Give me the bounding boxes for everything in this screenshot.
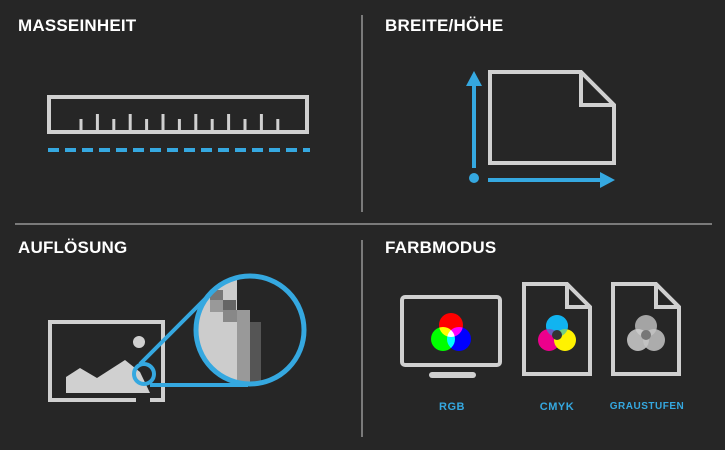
dimensions-icon — [466, 70, 616, 188]
label-graustufen: GRAUSTUFEN — [609, 401, 685, 412]
title-masseinheit: MASSEINHEIT — [18, 16, 137, 35]
document-grayscale-icon — [611, 282, 681, 376]
monitor-rgb-icon — [400, 295, 502, 378]
dividers — [15, 15, 712, 437]
label-cmyk: CMYK — [539, 401, 575, 413]
ruler-icon — [47, 95, 310, 152]
label-rgb: RGB — [439, 401, 465, 413]
magnified-image-icon — [48, 273, 307, 402]
title-farbmodus: FARBMODUS — [385, 238, 497, 257]
title-breite-hoehe: BREITE/HÖHE — [385, 16, 504, 35]
title-aufloesung: AUFLÖSUNG — [18, 238, 128, 257]
document-cmyk-icon — [522, 282, 592, 376]
